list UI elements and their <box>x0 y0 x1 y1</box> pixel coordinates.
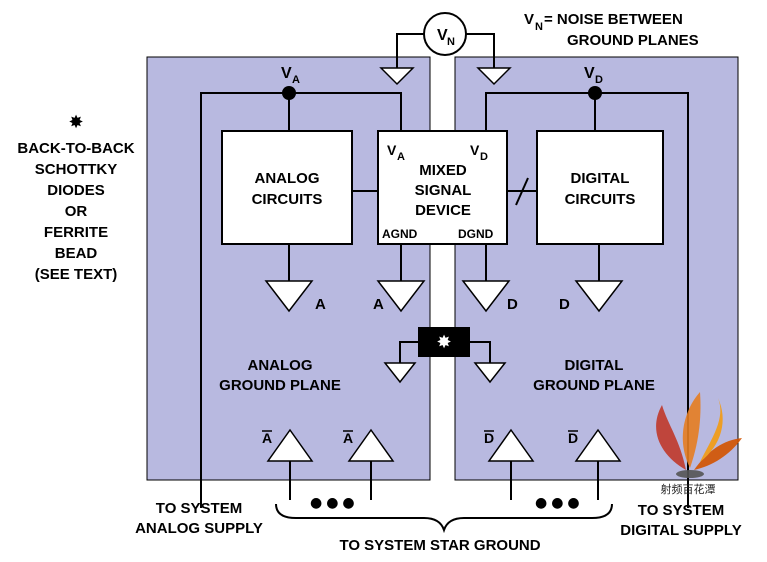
diode-note-line4: OR <box>65 203 88 220</box>
digital-circuits-ground-symbol <box>574 280 624 313</box>
diode-note-line5: FERRITE <box>44 224 108 241</box>
ground-label-a2: A <box>373 296 384 313</box>
digital-supply-label-line2: DIGITAL SUPPLY <box>620 522 741 539</box>
noise-note-subscript: N <box>535 21 543 33</box>
voltmeter: V N <box>423 12 467 56</box>
digital-supply-subscript: D <box>595 74 603 86</box>
analog-supply-label-line1: TO SYSTEM <box>156 500 242 517</box>
analog-circuits-ground-symbol <box>264 280 314 313</box>
diode-note-symbol: ✸ <box>68 112 83 133</box>
star-label-d2: D <box>568 430 578 446</box>
analog-supply-label-line2: ANALOG SUPPLY <box>135 520 263 537</box>
diode-ground-right-symbol <box>473 362 507 384</box>
digital-supply-rail <box>485 86 689 508</box>
analog-supply-node <box>282 86 296 100</box>
ground-label-d1: D <box>507 296 518 313</box>
voltmeter-letter: V <box>437 27 448 44</box>
digital-supply-label-line1: TO SYSTEM <box>638 502 724 519</box>
mixed-vd-subscript: D <box>480 151 488 163</box>
digital-circuits-block: DIGITAL CIRCUITS <box>536 130 664 245</box>
analog-plane-line2: GROUND PLANE <box>219 377 341 394</box>
diode-bead-block <box>418 327 470 357</box>
digital-circuits-line2: CIRCUITS <box>565 191 636 208</box>
star-label-a1: A <box>262 430 272 446</box>
noise-note-line2: GROUND PLANES <box>567 32 699 49</box>
star-ground-returns <box>266 428 622 500</box>
star-ground-brace <box>275 503 613 534</box>
ground-label-a1: A <box>315 296 326 313</box>
analog-circuits-block: ANALOG CIRCUITS <box>221 130 353 245</box>
voltmeter-ground-left-symbol <box>379 67 415 86</box>
mixed-signal-device: V A V D MIXED SIGNAL DEVICE AGND DGND <box>377 130 508 245</box>
agnd-ground-symbol <box>376 280 426 313</box>
voltmeter-subscript: N <box>447 36 455 48</box>
ellipsis-digital: ●●● <box>535 495 584 511</box>
voltmeter-ground-right-symbol <box>476 67 512 86</box>
diode-link: ✸ <box>383 327 507 384</box>
mixed-agnd: AGND <box>382 227 418 241</box>
diode-note-line2: SCHOTTKY <box>35 161 118 178</box>
mixed-line2: SIGNAL <box>415 182 472 199</box>
digital-supply-node <box>588 86 602 100</box>
noise-note: V N = NOISE BETWEEN GROUND PLANES <box>524 11 699 49</box>
analog-circuits-line2: CIRCUITS <box>252 191 323 208</box>
digital-plane-line1: DIGITAL <box>565 357 624 374</box>
local-grounds <box>264 244 624 313</box>
analog-supply-rail <box>200 86 402 508</box>
mixed-va-subscript: A <box>397 151 405 163</box>
mixed-dgnd: DGND <box>458 227 494 241</box>
noise-note-v: V <box>524 11 534 28</box>
analog-plane-line1: ANALOG <box>248 357 313 374</box>
digital-circuits-line1: DIGITAL <box>571 170 630 187</box>
star-label-d1: D <box>484 430 494 446</box>
analog-supply-v: V <box>281 65 292 82</box>
analog-supply-subscript: A <box>292 74 300 86</box>
watermark-text: 射频百花潭 <box>661 482 716 496</box>
diode-note: ✸ BACK-TO-BACK SCHOTTKY DIODES OR FERRIT… <box>17 112 134 283</box>
ellipsis-analog: ●●● <box>310 495 359 511</box>
mixed-vd-v: V <box>470 142 480 158</box>
ground-label-d2: D <box>559 296 570 313</box>
mixed-va-v: V <box>387 142 397 158</box>
diode-bead-symbol: ✸ <box>436 332 451 353</box>
voltmeter-wiring <box>379 33 512 86</box>
digital-bus-slash <box>515 177 529 206</box>
digital-supply-v: V <box>584 65 595 82</box>
noise-note-line1: = NOISE BETWEEN <box>544 11 683 28</box>
mixed-line3: DEVICE <box>415 202 471 219</box>
diode-note-line7: (SEE TEXT) <box>35 266 118 283</box>
analog-circuits-line1: ANALOG <box>255 170 320 187</box>
star-label-a2: A <box>343 430 353 446</box>
star-ground-label: TO SYSTEM STAR GROUND <box>339 537 540 554</box>
watermark-logo <box>656 392 742 478</box>
mixed-line1: MIXED <box>419 162 467 179</box>
diode-note-line6: BEAD <box>55 245 98 262</box>
dgnd-ground-symbol <box>461 280 511 313</box>
diode-note-line3: DIODES <box>47 182 105 199</box>
diode-note-line1: BACK-TO-BACK <box>17 140 134 157</box>
digital-plane-line2: GROUND PLANE <box>533 377 655 394</box>
diode-ground-left-symbol <box>383 362 417 384</box>
